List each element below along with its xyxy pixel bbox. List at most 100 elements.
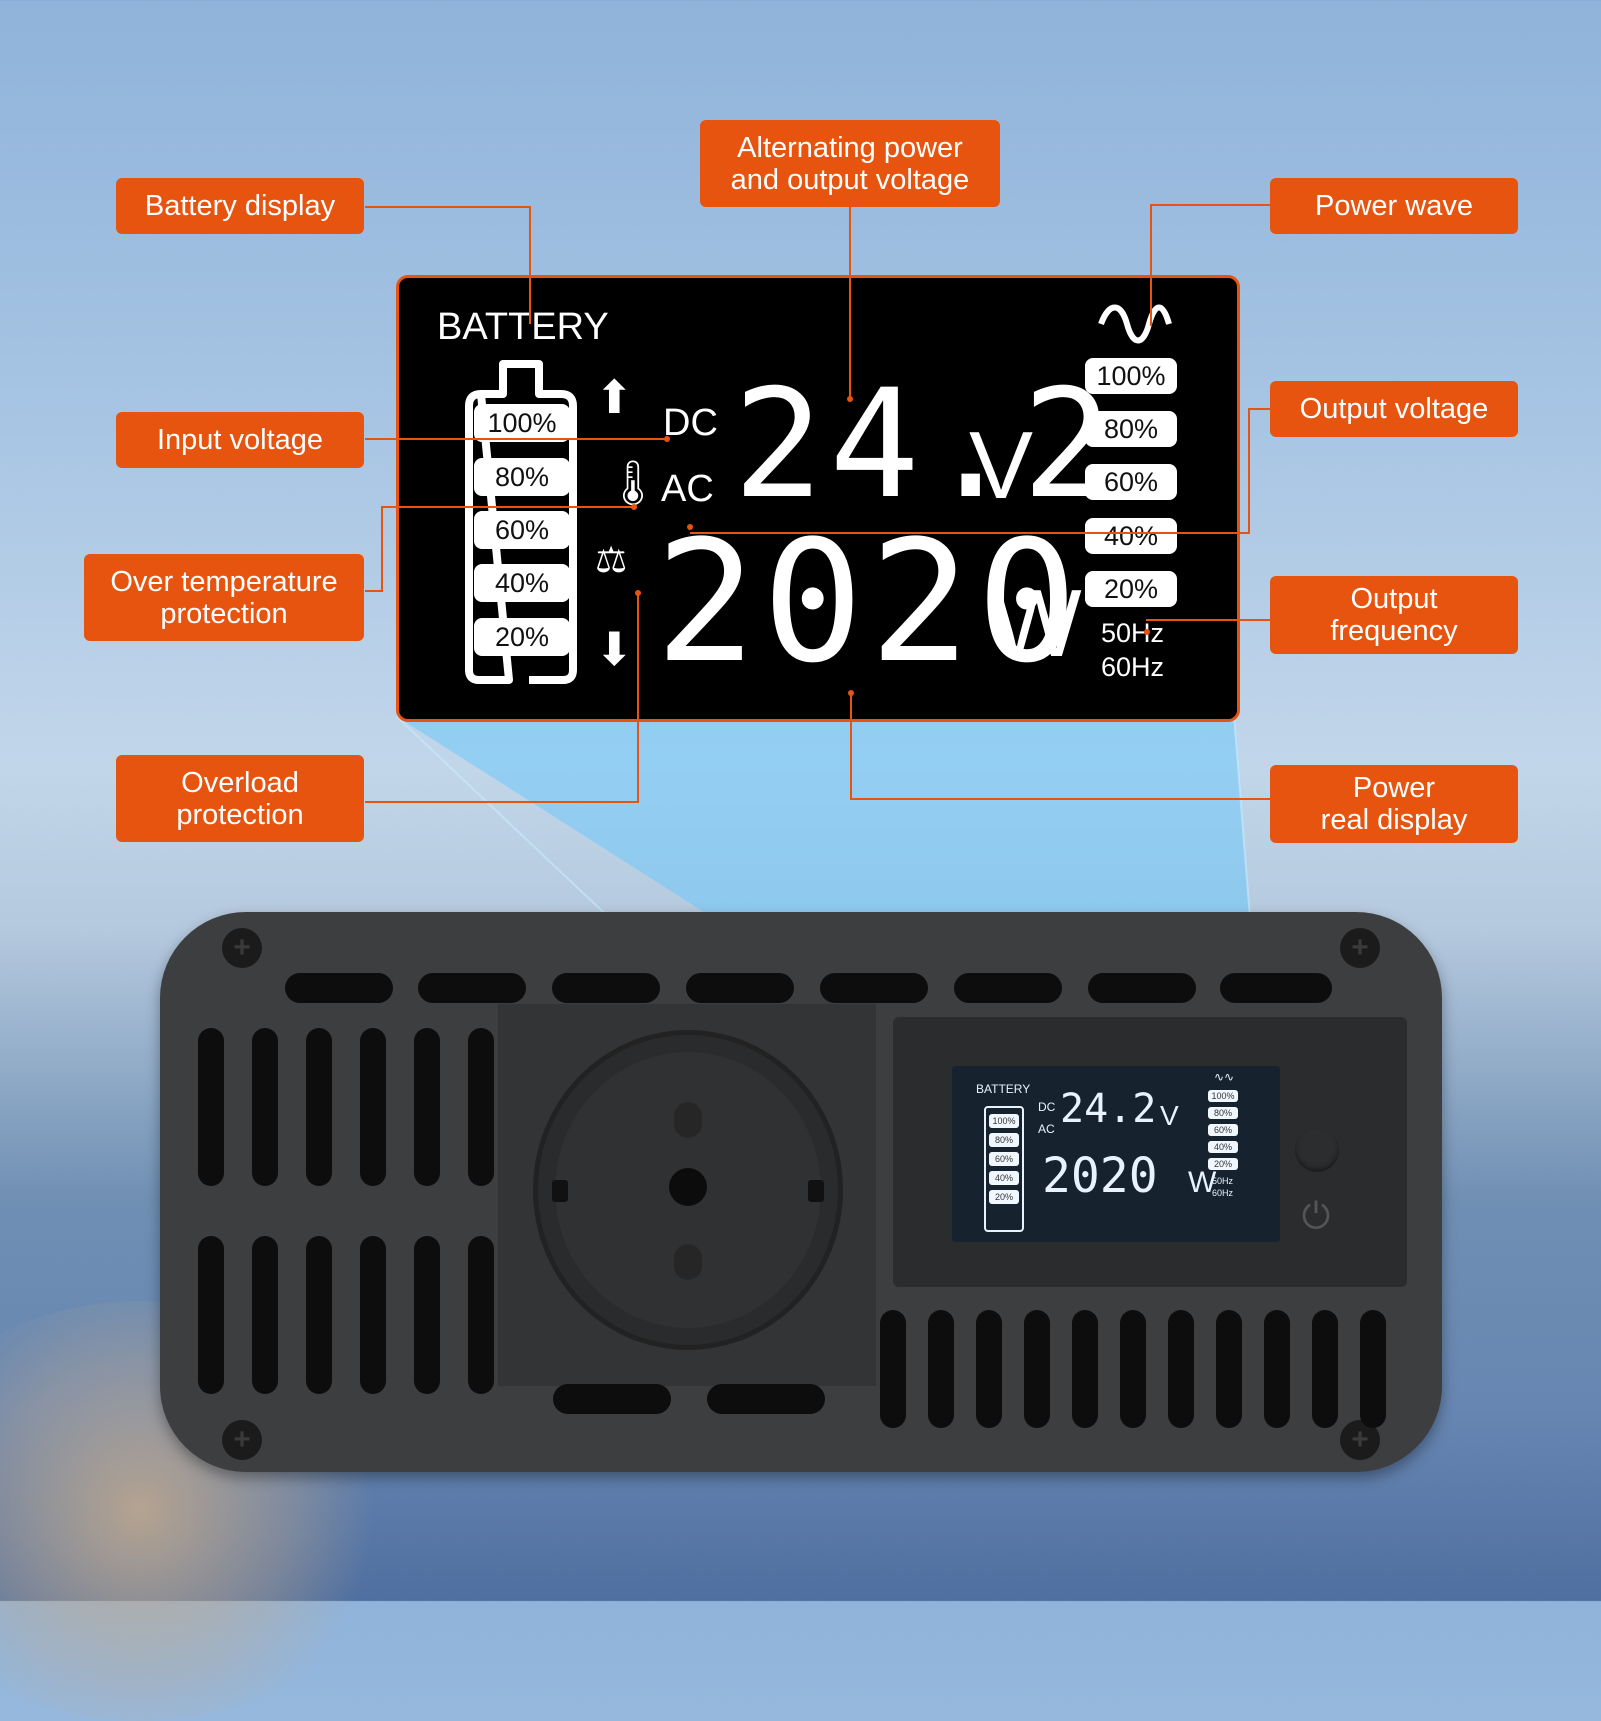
vent-slot (1072, 1310, 1098, 1428)
vent-slot (360, 1236, 386, 1394)
vent-slot (820, 973, 928, 1003)
socket-clip-right (808, 1180, 824, 1202)
leader-line (849, 206, 851, 398)
vent-slot (928, 1310, 954, 1428)
load-level-100: 100% (1085, 358, 1177, 394)
ac-label: AC (661, 468, 714, 510)
vent-slot (1168, 1310, 1194, 1428)
callout-power-real-display: Power real display (1270, 765, 1518, 843)
battery-level-60: 60% (474, 511, 570, 549)
socket-pin-hole (669, 1168, 707, 1206)
battery-level-20: 20% (474, 618, 570, 656)
callout-label: Over temperature (110, 565, 338, 598)
power-icon[interactable]: ⏻ (1301, 1195, 1331, 1236)
freq-60hz: 60Hz (1101, 652, 1165, 682)
leader-line (850, 692, 852, 800)
vent-slot (414, 1236, 440, 1394)
mini-dc-label: DC (1038, 1100, 1056, 1114)
mode-button[interactable] (1295, 1128, 1339, 1172)
mini-battery-level: 20% (989, 1190, 1019, 1204)
vent-slot (285, 973, 393, 1003)
freq-50hz: 50Hz (1101, 618, 1165, 648)
callout-label: Input voltage (156, 424, 324, 456)
vent-slot (306, 1236, 332, 1394)
leader-dot (631, 504, 637, 510)
leader-dot (1144, 629, 1150, 635)
vent-slot (553, 1384, 671, 1414)
vent-slot (360, 1028, 386, 1186)
earth-contact (674, 1102, 702, 1138)
mini-battery-level: 60% (989, 1152, 1019, 1166)
earth-contact (674, 1244, 702, 1280)
lcd-display: BATTERY 100% 80% 60% 40% 20% ⬆ ⬇ 🌡 ⚖ DC … (396, 275, 1240, 722)
voltage-value: 24.2 (733, 358, 1119, 532)
leader-dot (635, 590, 641, 596)
vent-slot (468, 1236, 494, 1394)
vent-slot (1264, 1310, 1290, 1428)
load-level-40: 40% (1085, 518, 1177, 554)
mini-voltage-value: 24.2 (1060, 1086, 1157, 1132)
vent-slot (686, 973, 794, 1003)
power-value: 2020 (655, 504, 1084, 700)
callout-label: protection (160, 597, 288, 630)
mini-sine-wave-icon: ∿∿ (1214, 1070, 1235, 1084)
leader-line (381, 506, 635, 508)
callout-input-voltage: Input voltage (116, 412, 364, 468)
mini-load-level: 100% (1208, 1090, 1238, 1102)
mini-battery-level: 80% (989, 1133, 1019, 1147)
mini-load-level: 40% (1208, 1141, 1238, 1153)
leader-line (850, 798, 1272, 800)
mini-power-unit: W (1188, 1166, 1217, 1199)
callout-label: Battery display (144, 190, 336, 222)
mini-load-level: 80% (1208, 1107, 1238, 1119)
leader-line (365, 206, 531, 208)
vent-slot (1088, 973, 1196, 1003)
vent-slot (252, 1028, 278, 1186)
vent-slot (707, 1384, 825, 1414)
screw-icon: + (222, 928, 262, 968)
callout-label: Alternating power (737, 131, 963, 164)
sine-wave-icon (1098, 304, 1172, 344)
mini-battery-level: 100% (989, 1114, 1019, 1128)
battery-label: BATTERY (437, 306, 609, 348)
mini-power-value: 2020 (1042, 1148, 1158, 1204)
vent-slot (198, 1236, 224, 1394)
callout-battery-display: Battery display (116, 178, 364, 234)
callout-label: frequency (1330, 615, 1458, 647)
leader-dot (848, 690, 854, 696)
leader-line (365, 438, 667, 440)
mini-freq-60: 60Hz (1212, 1188, 1234, 1198)
callout-label: Power (1352, 772, 1436, 804)
leader-line (1248, 408, 1250, 534)
load-level-80: 80% (1085, 411, 1177, 447)
vent-slot (976, 1310, 1002, 1428)
battery-level-80: 80% (474, 458, 570, 496)
battery-icon (465, 360, 577, 684)
callout-label: Output (1350, 583, 1438, 615)
callout-label: Power wave (1315, 190, 1473, 222)
mini-load-level: 60% (1208, 1124, 1238, 1136)
load-level-20: 20% (1085, 571, 1177, 607)
scale-icon: ⚖ (595, 539, 628, 580)
voltage-unit: V (969, 412, 1034, 519)
leader-line (381, 506, 383, 592)
leader-line (1150, 204, 1272, 206)
socket-clip-left (552, 1180, 568, 1202)
screw-icon: + (1340, 1420, 1380, 1460)
leader-line (1150, 204, 1152, 326)
vent-slot (418, 973, 526, 1003)
vent-slot (468, 1028, 494, 1186)
vent-slot (954, 973, 1062, 1003)
dc-label: DC (663, 402, 718, 444)
vent-slot (414, 1028, 440, 1186)
arrow-up-icon: ⬆ (595, 371, 634, 423)
device-lcd-screen: BATTERY 100% 80% 60% 40% 20% DC AC 24.2 … (952, 1066, 1280, 1242)
power-unit: W (991, 570, 1082, 677)
vent-slot (1220, 973, 1332, 1003)
vent-slot (198, 1028, 224, 1186)
callout-label: real display (1320, 804, 1468, 836)
leader-line (365, 801, 639, 803)
callout-overload: Overload protection (116, 755, 364, 842)
callout-alternating-power: Alternating power and output voltage (700, 120, 1000, 207)
leader-line (365, 590, 383, 592)
